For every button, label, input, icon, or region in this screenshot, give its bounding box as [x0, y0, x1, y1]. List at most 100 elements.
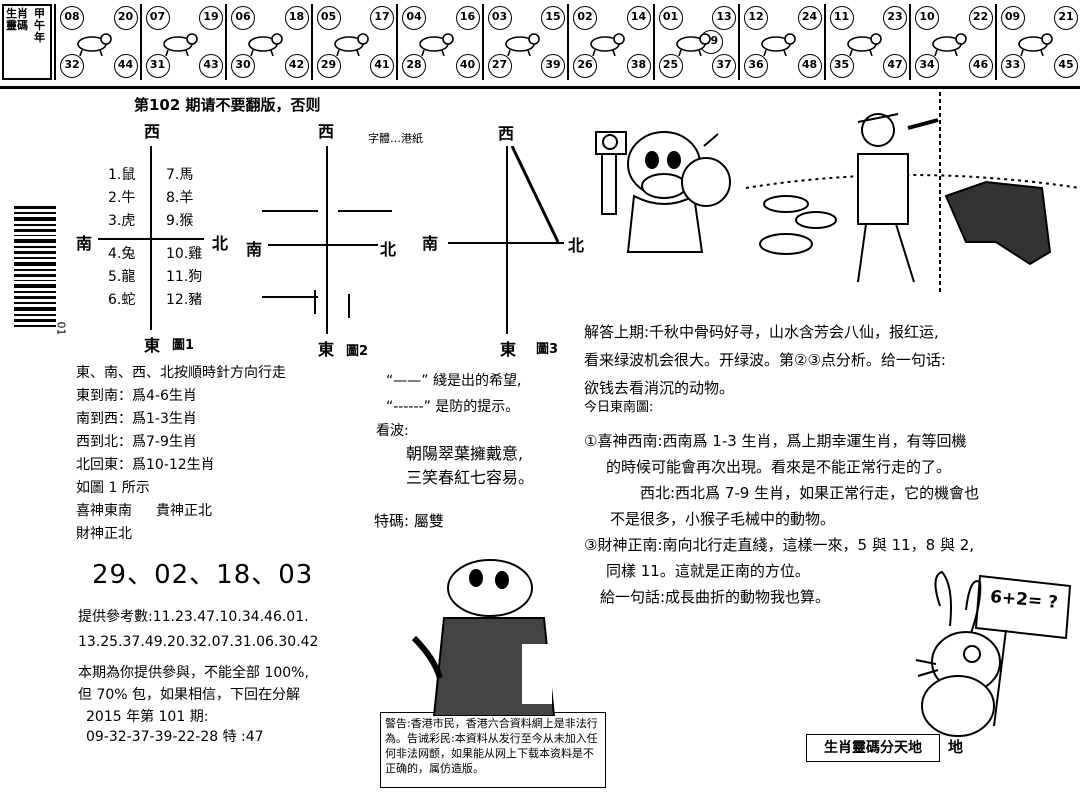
zodiac-number: 45 — [1054, 54, 1078, 78]
zodiac-number: 20 — [113, 6, 138, 30]
monkey-icon — [761, 33, 796, 56]
diagram1-caption: 圖1 — [172, 338, 195, 353]
warning-box: 警告:香港市民，香港六合資料網上是非法行為。告诫彩民:本資料从发行至今从未加入任… — [380, 712, 606, 788]
featured-numbers: 29、02、18、03 — [92, 560, 314, 590]
diagram2-west: 西 — [318, 122, 335, 141]
answer-block: 解答上期:千秋中骨码好寻，山水含芳会八仙，报红运, 看来绿波机会很大。开绿波。第… — [584, 318, 946, 414]
zodiac-number: 25 — [658, 54, 683, 78]
zodiac-number: 29 — [316, 54, 341, 78]
text-fragment: 字體…港紙 — [368, 132, 423, 145]
zodiac-number: 44 — [113, 54, 138, 78]
analysis-line: 西北:西北爲 7-9 生肖，如果正常行走，它的機會也 — [640, 484, 980, 502]
zodiac-number: 06 — [231, 6, 255, 30]
rule-line: 北回東：爲10-12生肖 — [76, 457, 215, 473]
diagram1-horizontal-axis — [98, 238, 204, 240]
diagram2-horizontal-axis — [268, 244, 378, 246]
zodiac-label: 2.牛 — [108, 190, 136, 206]
zodiac-number: 07 — [145, 6, 170, 30]
zodiac-cell: 07 19 31 43 — [139, 4, 226, 80]
zodiac-number: 19 — [199, 6, 223, 30]
zodiac-label: 5.龍 — [108, 269, 136, 285]
zodiac-number: 24 — [797, 6, 822, 30]
zodiac-number: 43 — [199, 54, 223, 78]
zodiac-number: 35 — [829, 54, 854, 78]
zodiac-number: 30 — [231, 54, 255, 78]
promise-line: 但 70% 包，如果相信，下回在分解 — [78, 687, 301, 703]
zodiac-number: 26 — [573, 54, 597, 78]
cow-photographer-illustration — [595, 131, 731, 253]
brand-logo: 生肖靈碼 甲午年 — [2, 4, 52, 80]
zodiac-number: 03 — [487, 6, 512, 30]
answer-line: 欲钱去看消沉的动物。 — [584, 379, 735, 397]
zodiac-number: 31 — [145, 54, 170, 78]
zodiac-number: 14 — [626, 6, 651, 30]
zodiac-number: 37 — [712, 54, 736, 78]
zodiac-number: 15 — [541, 6, 565, 30]
rules-list: 東、南、西、北按順時針方向行走 東到南：爲4-6生肖 南到西：爲1-3生肖 西到… — [76, 362, 286, 546]
zodiac-number: 48 — [797, 54, 822, 78]
rule-line: 東到南：爲4-6生肖 — [76, 388, 197, 404]
answer-line: 看来绿波机会很大。开绿波。第②③点分析。给一句话: — [584, 351, 946, 369]
diagram3-north: 北 — [568, 236, 585, 255]
last-issue-result: 09-32-37-39-22-28 特 :47 — [86, 729, 264, 745]
zodiac-number: 39 — [541, 54, 565, 78]
diagram2-north: 北 — [380, 240, 397, 259]
zodiac-label: 12.豬 — [166, 292, 203, 308]
zodiac-number: 01 — [658, 6, 683, 30]
zodiac-number: 23 — [883, 6, 907, 30]
poem-line: 朝陽翠葉擁戴意, — [406, 444, 524, 463]
diagram1-right-list: 7.馬 8.羊 9.猴 10.雞 11.狗 12.豬 — [166, 164, 202, 312]
zodiac-number: 46 — [968, 54, 993, 78]
diagram1-south: 南 — [76, 234, 93, 253]
zodiac-label: 1.鼠 — [108, 167, 136, 183]
zodiac-label: 9.猴 — [166, 213, 194, 229]
rule-line: 西到北：爲7-9生肖 — [76, 434, 197, 450]
zodiac-label: 8.羊 — [166, 190, 194, 206]
pig-icon — [1017, 33, 1053, 56]
zodiac-number: 32 — [60, 54, 84, 78]
zodiac-label: 7.馬 — [166, 167, 194, 183]
snake-icon — [504, 33, 540, 56]
barcode-icon — [14, 206, 56, 327]
diagram1-left-list: 1.鼠 2.牛 3.虎 4.兔 5.龍 6.蛇 — [108, 164, 135, 312]
zodiac-number: 12 — [744, 6, 768, 30]
zodiac-cell: 12 24 36 48 — [738, 4, 824, 80]
ox-icon — [162, 33, 198, 56]
diagram3-west: 西 — [498, 124, 515, 143]
legend-dashed: “------” 是防的提示。 — [386, 399, 520, 415]
zodiac-number: 36 — [744, 54, 768, 78]
zodiac-number: 40 — [455, 54, 480, 78]
diagram3-vertical-axis — [506, 146, 508, 334]
zodiac-label: 4.兔 — [108, 246, 136, 262]
hiker-and-dog-illustration — [746, 92, 1080, 292]
dog-icon — [932, 33, 967, 56]
zodiac-number: 09 — [1000, 6, 1025, 30]
zodiac-number: 22 — [968, 6, 993, 30]
rule-line: 貴神正北 — [156, 503, 212, 519]
rooster-icon — [846, 33, 882, 56]
zodiac-number: 04 — [402, 6, 426, 30]
zodiac-number: 41 — [370, 54, 394, 78]
diagram3-south: 南 — [422, 234, 439, 253]
rabbit-with-sign-illustration — [915, 570, 1072, 737]
zodiac-number: 10 — [915, 6, 939, 30]
diagram1-east: 東 — [144, 336, 161, 355]
zodiac-number: 21 — [1054, 6, 1078, 30]
brand-line: 甲午年 — [34, 7, 45, 44]
footer-tail: 地 — [948, 738, 964, 756]
notice-top: 第102 期请不要翻版，否则 — [134, 96, 321, 114]
rule-line: 財神正北 — [76, 526, 132, 542]
diagram3-east: 東 — [500, 340, 517, 359]
rule-line: 南到西：爲1-3生肖 — [76, 411, 197, 427]
zodiac-number: 47 — [883, 54, 907, 78]
diagram3-caption: 圖3 — [536, 342, 559, 357]
zodiac-number: 17 — [370, 6, 394, 30]
zodiac-number: 18 — [284, 6, 309, 30]
diagram3-direction-line — [510, 146, 560, 243]
